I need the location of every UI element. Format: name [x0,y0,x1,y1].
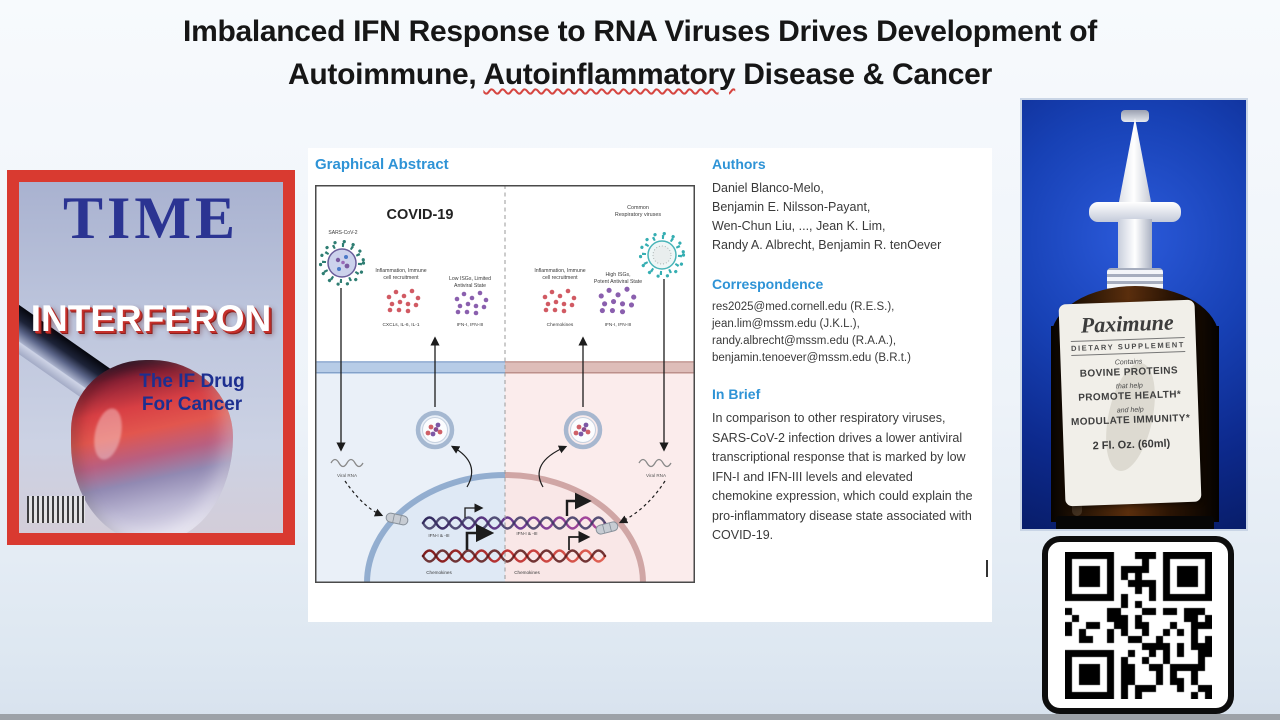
figure-border [315,185,695,583]
time-magazine-cover: TIME INTERFERON The IF Drug For Cancer [7,170,295,545]
figure-gene-chemokines-right: Chemokines [514,570,540,575]
nucleus-left [367,475,505,583]
chemokine-gene-helix [421,549,607,563]
figure-sars-label: SARS-CoV-2 [328,230,357,236]
correspondence-line: res2025@med.cornell.edu (R.E.S.), [712,301,895,313]
spray-flange [1089,202,1181,222]
author-line: Randy A. Albrecht, Benjamin R. tenOever [712,238,942,252]
bottle-label: Paximune DIETARY SUPPLEMENT Contains BOV… [1058,299,1202,507]
nucleus-to-vesicle-arrow-left [450,445,473,488]
figure-cxcl-label: CXCLs, IL-6, IL-1 [382,322,419,328]
correspondence-line: jean.lim@mssm.edu (J.K.L.), [712,318,860,330]
figure-ifn-label-left: IFN-I, IFN-III [457,322,484,328]
figure-chemokines-label-right: Chemokines [547,322,574,328]
in-brief-text: In comparison to other respiratory virus… [712,411,973,542]
membrane-left-lines [315,361,505,373]
ifn-low-transcription-arrow [464,503,484,518]
figure-gene-ifn-right: IFN-I & -III [516,531,537,536]
correspondence-line: benjamin.tenoever@mssm.edu (B.R.t.) [712,352,911,364]
figure-inflammation-right-2: cell recruitment [542,275,578,281]
secretory-vesicle-right [566,413,600,447]
time-headline: INTERFERON [30,298,272,339]
product-claim-3: MODULATE IMMUNITY* [1070,412,1191,429]
author-line: Wen-Chun Liu, ..., Jean K. Lim, [712,219,886,233]
nucleus-left-border [364,472,506,583]
spray-nozzle-cone [1118,118,1152,206]
figure-viral-rna-right: Viral RNA [646,473,667,478]
secretory-vesicle-left [418,413,452,447]
figure-inflammation-left-1: Inflammation, Immune [375,268,426,274]
barcode [27,496,85,523]
figure-low-isg-2: Antiviral State [454,283,486,289]
product-contains-label: Contains [1114,358,1143,367]
in-brief-heading: In Brief [712,386,761,402]
qr-code [1042,536,1234,714]
sars-cov-2-virus-icon [318,239,366,287]
chemokine-dots-left [386,288,421,314]
slide-title-line2: Autoimmune, Autoinflammatory Disease & C… [0,53,1280,96]
viral-rna-wave-left [330,458,364,468]
figure-gene-ifn-left: IFN-I & -III [428,533,449,538]
graphical-abstract-heading: Graphical Abstract [315,156,449,173]
text-cursor [986,560,988,577]
time-tagline-line2: For Cancer [141,394,243,415]
figure-inflammation-left-2: cell recruitment [383,275,419,281]
spray-stem [1118,219,1152,271]
common-respiratory-virus-icon [638,231,686,279]
slide-title-line2-suffix: Disease & Cancer [735,58,992,91]
figure-high-isg-1: High ISGs, [605,272,630,278]
figure-covid-title: COVID-19 [387,207,454,223]
ifn-dots-right [598,286,637,315]
slide-title: Imbalanced IFN Response to RNA Viruses D… [0,10,1280,96]
slide-title-line2-prefix: Autoimmune, [288,58,484,91]
paper-metadata-column: Authors Daniel Blanco-Melo, Benjamin E. … [712,156,974,546]
ifn-high-transcription-arrow [565,492,592,516]
nucleus-right-border [504,472,646,583]
correspondence-heading: Correspondence [712,276,824,292]
qr-code-pattern [1064,551,1212,699]
authors-heading: Authors [712,156,766,172]
figure-gene-chemokines-left: Chemokines [426,570,452,575]
graphical-abstract-figure: COVID-19 Common Respiratory viruses SARS… [315,185,695,583]
figure-inflammation-right-1: Inflammation, Immune [534,268,585,274]
spray-tip-cap [1121,110,1149,122]
author-line: Benjamin E. Nilsson-Payant, [712,200,871,214]
figure-viral-rna-left: Viral RNA [337,473,358,478]
bottle-base [1056,516,1214,529]
chemokine-high-transcription-arrow [465,523,495,550]
author-line: Daniel Blanco-Melo, [712,181,824,195]
figure-common-viruses-label-2: Respiratory viruses [615,212,661,218]
product-claim-1: BOVINE PROTEINS [1079,365,1179,380]
bottom-edge-bar [0,714,1280,720]
product-claim-2: PROMOTE HEALTH* [1078,389,1182,404]
paximune-product-photo: Paximune DIETARY SUPPLEMENT Contains BOV… [1020,98,1248,531]
chemokine-dots-right [542,288,577,314]
time-tagline: The IF Drug For Cancer [117,370,267,416]
product-brand: Paximune [1080,309,1175,338]
rna-sensing-arrow-right [618,480,666,524]
membrane-left [315,361,505,374]
slide-title-line2-spellcheck-word: Autoinflammatory [483,58,736,91]
slide-title-line1: Imbalanced IFN Response to RNA Viruses D… [183,15,1097,48]
figure-high-isg-2: Potent Antiviral State [594,279,642,285]
time-masthead: TIME [62,185,240,251]
figure-common-viruses-label-1: Common [627,205,649,211]
membrane-right [505,361,695,374]
product-volume: 2 Fl. Oz. (60ml) [1092,437,1171,453]
product-helper-2: and help [1116,406,1144,415]
product-category: DIETARY SUPPLEMENT [1070,337,1186,357]
figure-ifn-label-right: IFN-I, IFN-III [605,322,632,328]
membrane-right-lines [505,361,695,373]
ifn-gene-helix [421,516,607,530]
ifn-dots-left [454,290,489,316]
viral-rna-wave-right [638,458,672,468]
figure-low-isg-1: Low ISGs, Limited [449,276,491,282]
time-tagline-line1: The IF Drug [139,371,245,392]
product-helper-1: that help [1115,382,1143,391]
nucleus-to-vesicle-arrow-right [538,445,568,488]
correspondence-line: randy.albrecht@mssm.edu (R.A.A.), [712,335,897,347]
droplet-image [71,360,233,533]
chemokine-med-transcription-arrow [568,531,591,550]
